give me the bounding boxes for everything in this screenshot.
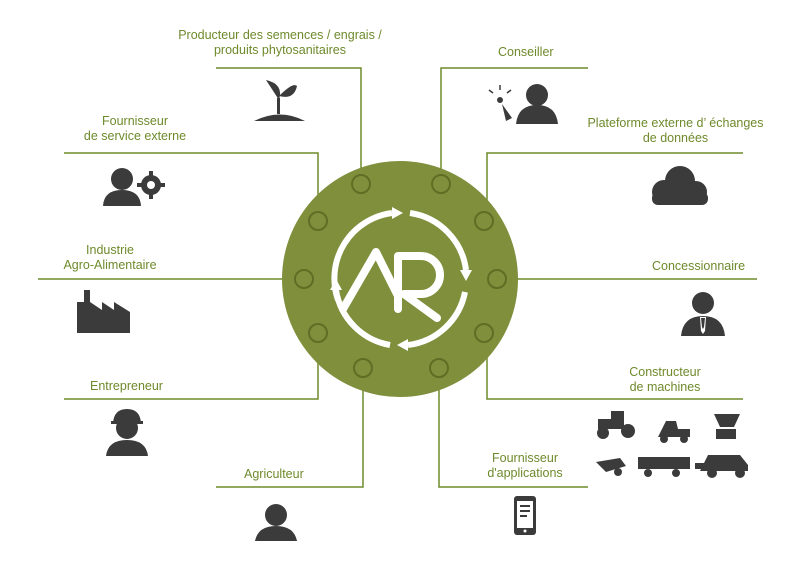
- factory-icon: [77, 290, 130, 333]
- apps-label-line1: Fournisseur: [492, 451, 558, 465]
- connector-farmer: [216, 368, 364, 488]
- cycle-arrows-icon: [330, 207, 472, 351]
- platform-label: Plateforme externe d’ échanges de donnée…: [578, 116, 773, 146]
- harvester-icon: [695, 455, 748, 478]
- service-label-line2: de service externe: [83, 129, 187, 143]
- service-label-line1: Fournisseur: [102, 114, 168, 128]
- producer-label-line2: produits phytosanitaires: [213, 43, 347, 57]
- connector-producer: [216, 67, 362, 178]
- ar-monogram-icon: [339, 248, 444, 322]
- trailer-icon: [638, 457, 690, 477]
- dealer-label: Concessionnaire: [652, 259, 746, 273]
- connector-conseiller: [440, 67, 588, 178]
- machines-icon: [596, 411, 748, 478]
- connector-apps: [438, 368, 588, 488]
- platform-label-line1: Plateforme externe d’ échanges: [587, 116, 764, 130]
- manufacturer-label-line1: Constructeur: [629, 365, 701, 379]
- apps-label-line2: d'applications: [487, 466, 563, 480]
- apps-label: Fournisseur d'applications: [460, 451, 590, 481]
- industry-label-line1: Industrie: [86, 243, 134, 257]
- farmer-label: Agriculteur: [244, 467, 304, 481]
- person-gear-icon: [103, 168, 165, 206]
- sprayer-icon: [658, 421, 690, 443]
- smartphone-icon: [514, 496, 536, 535]
- conseiller-label: Conseiller: [498, 45, 554, 59]
- connector-service: [64, 152, 319, 217]
- platform-label-line2: de données: [642, 131, 709, 145]
- industry-label-line2: Agro-Alimentaire: [63, 258, 157, 272]
- businessman-icon: [681, 292, 725, 336]
- connector-ports: [294, 174, 507, 378]
- manufacturer-label: Constructeur de machines: [610, 365, 720, 395]
- manufacturer-label-line2: de machines: [629, 380, 701, 394]
- connector-platform: [486, 152, 743, 217]
- ar-logo-disk: [282, 161, 518, 397]
- mower-icon: [596, 458, 626, 476]
- service-label: Fournisseur de service externe: [70, 114, 200, 144]
- industry-label: Industrie Agro-Alimentaire: [45, 243, 175, 273]
- hardhat-worker-icon: [106, 409, 148, 456]
- seedling-icon: [254, 80, 305, 121]
- contractor-label: Entrepreneur: [90, 379, 163, 393]
- farmer-icon: [255, 504, 297, 541]
- cloud-icon: [652, 166, 708, 205]
- producer-label: Producteur des semences / engrais / prod…: [150, 28, 410, 58]
- producer-label-line1: Producteur des semences / engrais /: [178, 28, 382, 42]
- spreader-icon: [714, 414, 740, 439]
- tractor-icon: [597, 411, 635, 439]
- advisor-icon: [488, 84, 558, 124]
